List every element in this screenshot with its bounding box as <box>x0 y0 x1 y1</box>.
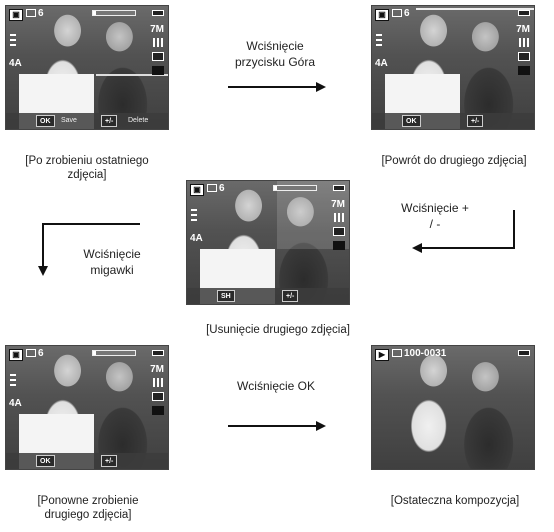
shutter-key: SH <box>217 290 235 302</box>
button-bar: OK +/- <box>372 113 534 129</box>
button-bar: OK Save +/- Delete <box>6 113 168 129</box>
button-bar: SH +/- <box>187 288 349 304</box>
mode-icon <box>152 66 164 75</box>
flash-auto-icon: 4A <box>190 233 203 244</box>
progress-bar <box>92 350 136 356</box>
shot-counter: 6 <box>26 348 44 359</box>
mode-icon <box>333 241 345 250</box>
side-indicator-icon <box>10 34 16 36</box>
battery-icon <box>518 10 530 16</box>
mode-icon <box>518 66 530 75</box>
metering-icon <box>333 227 345 236</box>
photo <box>372 346 534 469</box>
camera-mode-icon: ▣ <box>9 349 23 361</box>
camera-screen-5: ▶ 100-0031 <box>371 345 535 470</box>
metering-icon <box>518 52 530 61</box>
caption-1: [Po zrobieniu ostatniego zdjęcia] <box>25 155 149 181</box>
plusminus-key: +/- <box>101 455 118 467</box>
ok-key: OK <box>36 115 55 127</box>
flash-auto-icon: 4A <box>375 58 388 69</box>
step-2-text: Wciśnięcie + / - <box>401 201 469 231</box>
caption-2: [Powrót do drugiego zdjęcia] <box>381 155 527 167</box>
play-icon: ▶ <box>375 349 389 361</box>
progress-bar <box>92 10 136 16</box>
frame-icon <box>392 349 402 358</box>
battery-icon <box>333 185 345 191</box>
arrow-left-2 <box>412 210 515 253</box>
battery-icon <box>152 10 164 16</box>
save-label: Save <box>61 117 77 124</box>
resolution-label: 7M <box>150 24 164 35</box>
side-indicator-icon <box>191 209 197 211</box>
frame-icon <box>26 9 36 18</box>
delete-label: Delete <box>128 117 149 124</box>
caption-4: [Ponowne zrobienie drugiego zdjęcia] <box>37 495 139 521</box>
resolution-label: 7M <box>150 364 164 375</box>
battery-icon <box>152 350 164 356</box>
quality-icon <box>334 213 345 222</box>
flash-auto-icon: 4A <box>9 58 22 69</box>
arrow-right-4 <box>228 421 326 431</box>
caption-5: [Ostateczna kompozycja] <box>390 495 520 507</box>
step-4-text: Wciśnięcie OK <box>236 379 316 393</box>
selected-frame-border <box>416 8 534 10</box>
file-number: 100-0031 <box>392 348 446 359</box>
metering-icon <box>152 52 164 61</box>
side-indicator-icon <box>376 34 382 36</box>
camera-screen-3: ▣ 6 7M 4A SH +/- <box>186 180 350 305</box>
quality-icon <box>519 38 530 47</box>
metering-icon <box>152 392 164 401</box>
frame-icon <box>207 184 217 193</box>
camera-mode-icon: ▣ <box>375 9 389 21</box>
step-1-text: Wciśnięcie przycisku Góra <box>234 39 316 69</box>
progress-bar <box>273 185 317 191</box>
arrow-down-3 <box>38 223 140 276</box>
arrow-right-1 <box>228 82 326 92</box>
shot-counter: 6 <box>26 8 44 19</box>
button-bar: OK +/- <box>6 453 168 469</box>
camera-screen-1: ▣ 6 7M 4A OK Save +/- Delete <box>5 5 169 130</box>
plusminus-key: +/- <box>467 115 484 127</box>
plusminus-key: +/- <box>101 115 118 127</box>
quality-icon <box>153 38 164 47</box>
camera-screen-4: ▣ 6 7M 4A OK +/- <box>5 345 169 470</box>
shot-counter: 6 <box>392 8 410 19</box>
caption-3: [Usunięcie drugiego zdjęcia] <box>206 324 350 336</box>
step-3-text: Wciśnięcie migawki <box>83 247 141 277</box>
frame-icon <box>26 349 36 358</box>
battery-icon <box>518 350 530 356</box>
camera-mode-icon: ▣ <box>9 9 23 21</box>
quality-icon <box>153 378 164 387</box>
frame-icon <box>392 9 402 18</box>
ok-key: OK <box>36 455 55 467</box>
resolution-label: 7M <box>516 24 530 35</box>
mode-icon <box>152 406 164 415</box>
resolution-label: 7M <box>331 199 345 210</box>
flash-auto-icon: 4A <box>9 398 22 409</box>
plusminus-key: +/- <box>282 290 299 302</box>
camera-screen-2: ▣ 6 7M 4A OK +/- <box>371 5 535 130</box>
camera-mode-icon: ▣ <box>190 184 204 196</box>
shot-counter: 6 <box>207 183 225 194</box>
side-indicator-icon <box>10 374 16 376</box>
empty-frame <box>96 74 168 76</box>
ok-key: OK <box>402 115 421 127</box>
